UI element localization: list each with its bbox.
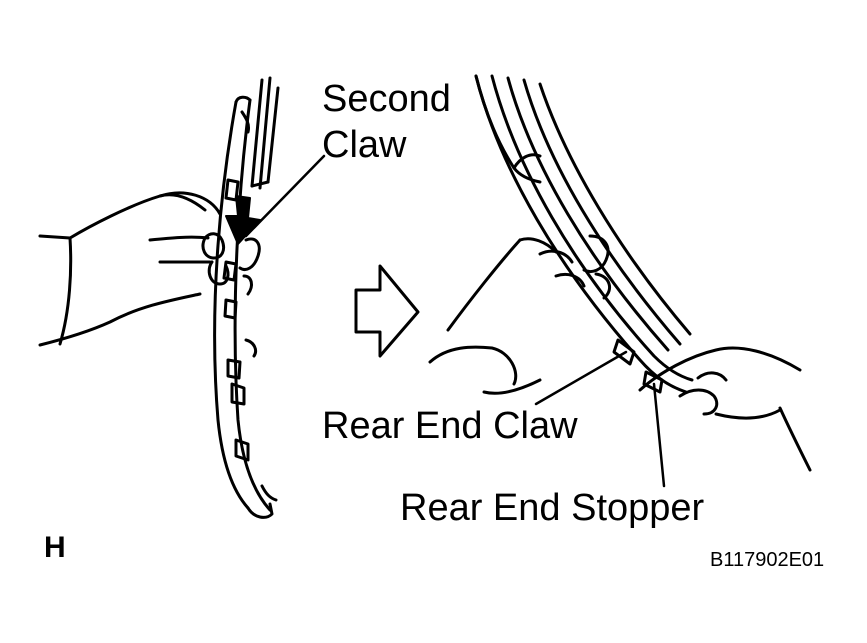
figure-code: B117902E01 — [710, 549, 825, 571]
arrow-down-icon — [225, 195, 261, 245]
right-wiper-blade — [474, 74, 694, 394]
right-upper-hand — [428, 234, 612, 395]
view-letter: H — [44, 531, 66, 564]
second-claw-label: Second Claw — [322, 76, 451, 168]
rear-end-stopper-leader — [652, 382, 666, 488]
left-wiper-arm — [250, 76, 280, 190]
rear-end-claw-label: Rear End Claw — [322, 405, 578, 447]
arrow-right-outline-icon — [354, 264, 420, 358]
rear-end-claw-leader — [534, 350, 628, 406]
rear-end-stopper-label: Rear End Stopper — [400, 487, 705, 529]
second-claw-label-line2: Claw — [322, 124, 407, 166]
left-hand — [38, 191, 261, 347]
second-claw-label-line1: Second — [322, 78, 451, 120]
left-wiper-blade — [213, 95, 278, 519]
right-lower-hand — [638, 346, 812, 472]
second-claw-leader — [244, 154, 326, 238]
